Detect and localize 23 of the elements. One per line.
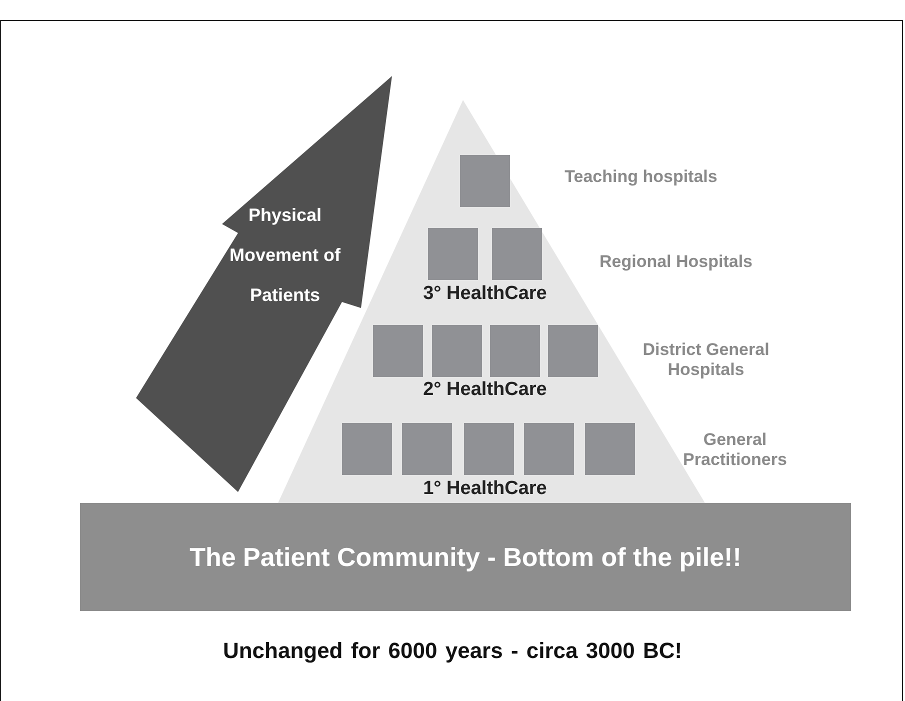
facility-block: [342, 423, 392, 475]
facility-block: [373, 325, 423, 377]
tier-label: 1° HealthCare: [423, 478, 547, 500]
facility-block: [428, 228, 478, 280]
level-label: General Practitioners: [682, 430, 788, 470]
facility-block: [492, 228, 542, 280]
level-label: District General Hospitals: [642, 340, 770, 380]
facility-block: [464, 423, 514, 475]
facility-block: [490, 325, 540, 377]
tier-label: 3° HealthCare: [423, 283, 547, 305]
facility-block: [432, 325, 482, 377]
facility-block: [460, 155, 510, 207]
level-label: Teaching hospitals: [564, 167, 718, 187]
caption: Unchanged for 6000 years - circa 3000 BC!: [222, 638, 684, 664]
facility-block: [548, 325, 598, 377]
facility-block: [524, 423, 574, 475]
facility-block: [402, 423, 452, 475]
facility-block: [585, 423, 635, 475]
base-band: [80, 503, 851, 611]
arrow-text: Physical Movement of Patients: [228, 204, 342, 307]
level-label: Regional Hospitals: [598, 252, 754, 272]
band-text: The Patient Community - Bottom of the pile!!: [190, 542, 742, 572]
tier-label: 2° HealthCare: [423, 379, 547, 401]
